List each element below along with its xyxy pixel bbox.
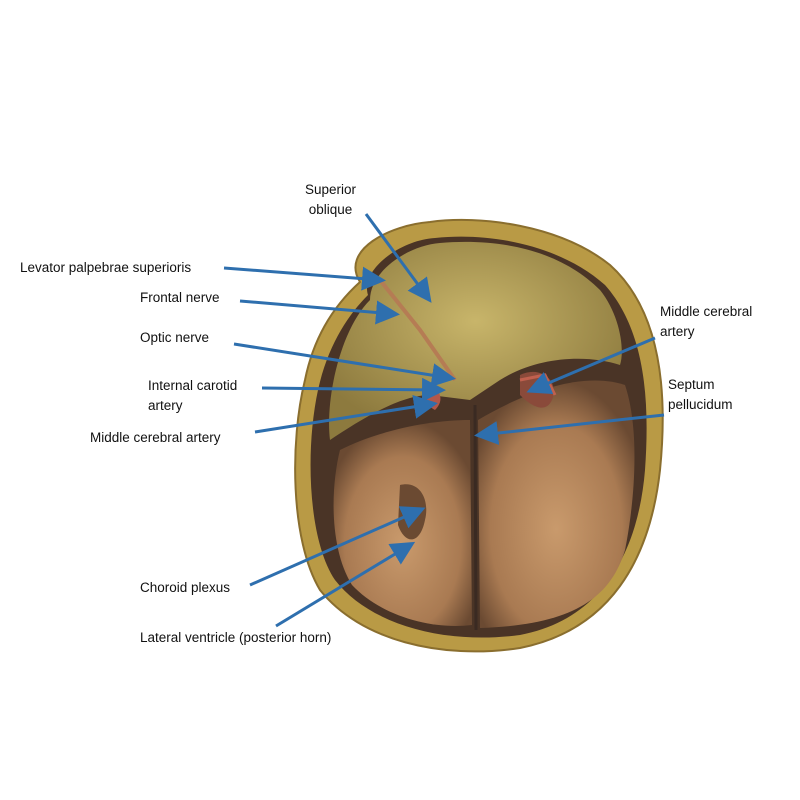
brain-right xyxy=(478,380,635,628)
label-choroid-plexus: Choroid plexus xyxy=(140,580,231,595)
label-lateral-ventricle: Lateral ventricle (posterior horn) xyxy=(140,630,332,645)
label-mca-right: Middle cerebral artery xyxy=(660,302,752,342)
label-line: Internal carotid xyxy=(148,378,238,393)
pointer-lines xyxy=(223,213,665,628)
label-line: artery xyxy=(148,398,183,413)
label-line: Middle cerebral xyxy=(660,304,753,319)
label-line: artery xyxy=(660,324,695,339)
label-septum: Septum pellucidum xyxy=(668,375,733,415)
label-internal-carotid: Internal carotid artery xyxy=(148,376,237,416)
label-line: Superior xyxy=(305,182,357,197)
label-mca-left: Middle cerebral artery xyxy=(90,430,221,445)
label-line: Septum xyxy=(668,377,715,392)
label-line: pellucidum xyxy=(668,397,733,412)
label-optic-nerve: Optic nerve xyxy=(140,330,210,345)
label-frontal-nerve: Frontal nerve xyxy=(140,290,220,305)
label-superior-oblique: Superior oblique xyxy=(305,180,356,220)
label-levator: Levator palpebrae superioris xyxy=(20,260,192,275)
label-line: oblique xyxy=(308,202,353,217)
